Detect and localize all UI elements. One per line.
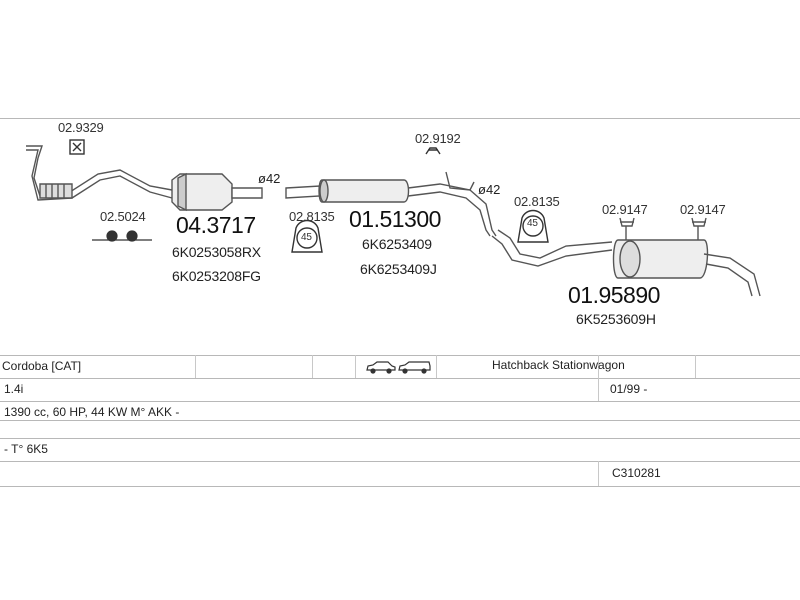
table-divider <box>598 355 599 401</box>
table-line-3 <box>0 401 800 402</box>
clamp-right-label: 02.8135 <box>514 194 560 209</box>
middle-silencer-oem-2: 6K6253409J <box>360 261 437 277</box>
type-code: - T° 6K5 <box>4 442 48 456</box>
rear-silencer-number: 01.95890 <box>568 282 660 308</box>
table-line-7 <box>0 486 800 487</box>
engine-spec: 1390 cc, 60 HP, 44 KW M° AKK - <box>4 405 180 419</box>
hanger-left-label: 02.5024 <box>100 209 146 224</box>
table-line-5 <box>0 438 800 439</box>
middle-silencer-number: 01.51300 <box>349 206 441 232</box>
clamp-right-shape <box>517 209 549 243</box>
model-name: Cordoba [CAT] <box>2 359 82 373</box>
middle-silencer-oem-1: 6K6253409 <box>362 236 432 252</box>
exhaust-diagram <box>26 139 761 297</box>
hanger-right-2-label: 02.9147 <box>680 202 726 217</box>
table-line-1 <box>0 355 800 356</box>
front-pipe <box>26 145 173 201</box>
body-type: Hatchback Stationwagon <box>492 358 625 372</box>
clamp-right-size: 45 <box>527 218 538 229</box>
table-divider <box>598 461 599 486</box>
hanger-right-1-label: 02.9147 <box>602 202 648 217</box>
catalyst-shape <box>171 172 263 212</box>
table-divider <box>436 355 437 378</box>
clamp-mid-left-shape <box>291 219 323 253</box>
table-divider <box>695 355 696 378</box>
clamp-top-mid-shape <box>425 147 441 155</box>
catalyst-oem-2: 6K0253208FG <box>172 268 261 284</box>
hanger-left-shape <box>92 230 152 242</box>
frame-top-line <box>0 118 800 119</box>
clamp-mid-left-size: 45 <box>301 232 312 243</box>
catalyst-number: 04.3717 <box>176 212 256 238</box>
car-hatchback-icon <box>366 361 396 374</box>
table-divider <box>195 355 196 378</box>
table-line-6 <box>0 461 800 462</box>
clamp-mid-left-label: 02.8135 <box>289 209 335 224</box>
table-divider <box>355 355 356 378</box>
clamp-top-mid-label: 02.9192 <box>415 131 461 146</box>
pipe-diameter-1: ø42 <box>258 171 281 186</box>
rear-silencer-oem-1: 6K5253609H <box>576 311 656 327</box>
table-line-4 <box>0 420 800 421</box>
pipe-diameter-2: ø42 <box>478 182 501 197</box>
engine-label: 1.4i <box>4 382 24 396</box>
catalyst-oem-1: 6K0253058RX <box>172 244 261 260</box>
clamp-top-left-shape <box>69 139 85 155</box>
catalog-code: C310281 <box>612 466 661 480</box>
date-range: 01/99 - <box>610 382 648 396</box>
middle-pipe <box>285 171 497 237</box>
table-line-2 <box>0 378 800 379</box>
rear-silencer-shape <box>491 217 761 297</box>
clamp-top-left-label: 02.9329 <box>58 120 104 135</box>
car-icons <box>366 361 431 374</box>
car-stationwagon-icon <box>398 361 431 374</box>
table-divider <box>312 355 313 378</box>
